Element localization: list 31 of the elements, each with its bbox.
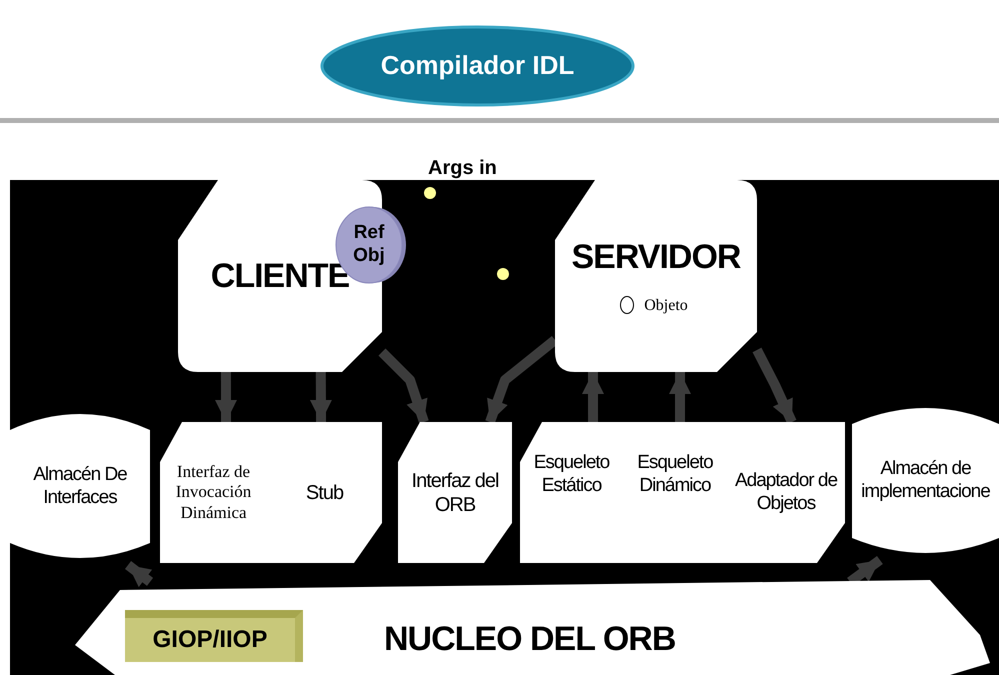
- node-label: Interfaz del ORB: [410, 468, 500, 516]
- node-label: Esqueleto Dinámico: [636, 452, 714, 498]
- node-label: Ref Obj: [352, 222, 386, 268]
- node-label: Stub: [304, 480, 344, 504]
- text-label: Args in: [428, 157, 497, 180]
- process-box: [727, 422, 845, 563]
- node-label: Adaptador de Objetos: [734, 470, 838, 516]
- block-arrow: [752, 348, 796, 424]
- node-label: Esqueleto Estático: [532, 452, 610, 498]
- node-label: Compilador IDL: [380, 50, 576, 82]
- block-arrow: [310, 372, 332, 422]
- block-arrow: [214, 372, 237, 422]
- node-label: Almacén De Interfaces: [32, 464, 128, 510]
- ellipse-node: [320, 25, 635, 107]
- block-arrow: [669, 372, 692, 422]
- node-label: GIOP/IIOP: [152, 626, 268, 654]
- block-arrow: [124, 561, 154, 588]
- block-arrow: [378, 348, 429, 424]
- block-arrow: [582, 372, 604, 422]
- node-label: Interfaz de Invocación Dinámica: [174, 462, 252, 524]
- node-label: SERVIDOR: [570, 237, 742, 278]
- node-label: CLIENTE: [210, 256, 350, 296]
- item-label: Objeto: [643, 296, 689, 315]
- protocol-block: [125, 610, 303, 662]
- process-box: [267, 422, 382, 563]
- process-box: [160, 422, 267, 563]
- process-box: [555, 180, 757, 372]
- node-label: NUCLEO DEL ORB: [383, 619, 676, 660]
- node-label: Almacén de implementacione: [860, 458, 991, 504]
- process-box: [398, 422, 512, 563]
- process-box: [520, 422, 623, 563]
